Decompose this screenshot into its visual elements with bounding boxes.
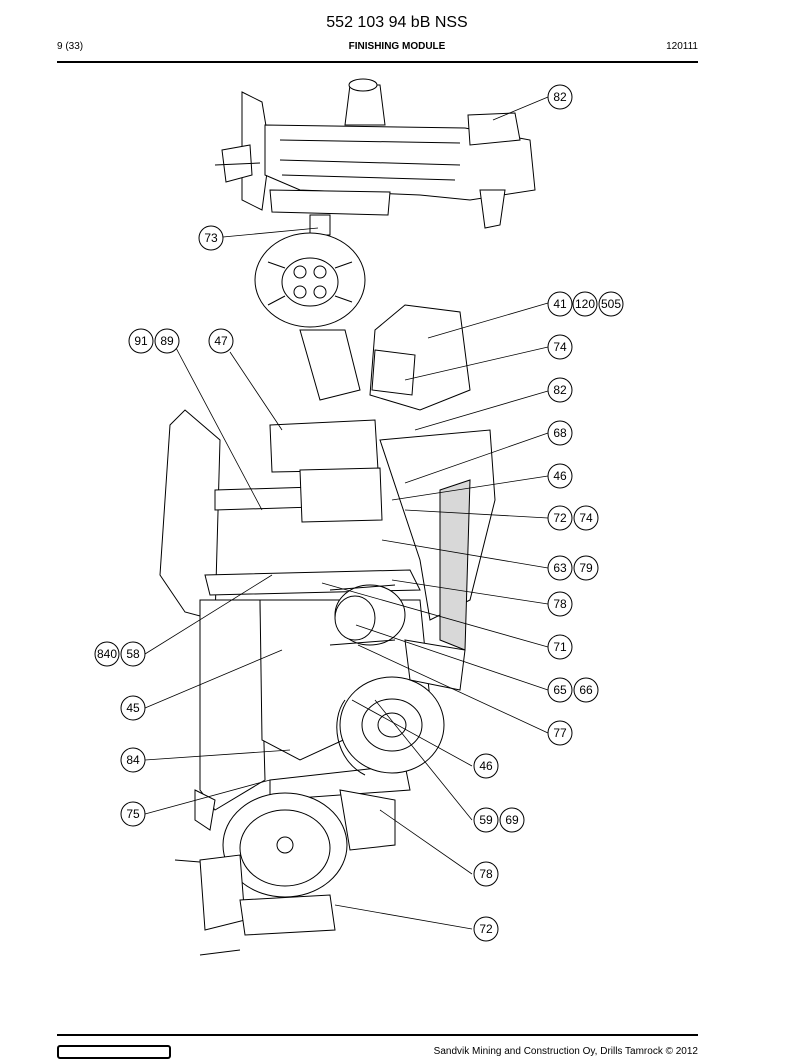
callout-label: 72: [553, 511, 567, 525]
callout-69: 69: [499, 807, 525, 833]
callout-82-top: 82: [547, 84, 573, 110]
callout-47: 47: [208, 328, 234, 354]
callout-58: 58: [120, 641, 146, 667]
leader-lines: [144, 96, 549, 930]
callout-91: 91: [128, 328, 154, 354]
callout-label: 69: [505, 813, 519, 827]
callout-label: 505: [601, 297, 621, 311]
callout-label: 47: [214, 334, 228, 348]
callout-label: 84: [126, 753, 140, 767]
callout-77: 77: [547, 720, 573, 746]
callout-label: 74: [553, 340, 567, 354]
callout-label: 66: [579, 683, 593, 697]
copyright-notice: Sandvik Mining and Construction Oy, Dril…: [433, 1046, 698, 1057]
footer-rule: [57, 1034, 698, 1036]
callout-label: 75: [126, 807, 140, 821]
section-title: FINISHING MODULE: [348, 41, 446, 52]
callout-label: 79: [579, 561, 593, 575]
callout-balloons: 82 73 41 120 505 91 89 47 74 82 68 46 72…: [94, 84, 624, 942]
callout-65: 65: [547, 677, 573, 703]
callout-68: 68: [547, 420, 573, 446]
callout-label: 840: [97, 647, 117, 661]
brand-logo: [57, 1045, 171, 1059]
callout-75: 75: [120, 801, 146, 827]
carrier-frame: [159, 304, 496, 811]
callout-41: 41: [547, 291, 573, 317]
document-number: 552 103 94 bB NSS: [326, 14, 468, 31]
callout-73: 73: [198, 225, 224, 251]
callout-46-b: 46: [473, 753, 499, 779]
callout-label: 77: [553, 726, 567, 740]
callout-label: 65: [553, 683, 567, 697]
callout-74-b: 74: [573, 505, 599, 531]
callout-label: 63: [553, 561, 567, 575]
callout-label: 74: [579, 511, 593, 525]
callout-label: 71: [553, 640, 567, 654]
callout-label: 72: [479, 922, 493, 936]
callout-label: 82: [553, 90, 567, 104]
callout-label: 59: [479, 813, 493, 827]
callout-72-a: 72: [547, 505, 573, 531]
callout-label: 41: [553, 297, 567, 311]
callout-78-a: 78: [547, 591, 573, 617]
carrier-wheel: [336, 676, 445, 776]
rear-reel-assembly: [174, 789, 396, 956]
date-code: 120111: [666, 41, 698, 52]
callout-label: 78: [479, 867, 493, 881]
callout-46-a: 46: [547, 463, 573, 489]
callout-label: 91: [134, 334, 148, 348]
callout-label: 89: [160, 334, 174, 348]
callout-label: 78: [553, 597, 567, 611]
callout-71: 71: [547, 634, 573, 660]
callout-74-a: 74: [547, 334, 573, 360]
callout-79: 79: [573, 555, 599, 581]
callout-label: 46: [553, 469, 567, 483]
callout-label: 68: [553, 426, 567, 440]
callout-label: 120: [575, 297, 595, 311]
callout-label: 45: [126, 701, 140, 715]
callout-45: 45: [120, 695, 146, 721]
callout-66: 66: [573, 677, 599, 703]
callout-840: 840: [94, 641, 120, 667]
callout-63: 63: [547, 555, 573, 581]
callout-78-b: 78: [473, 861, 499, 887]
callout-72-b: 72: [473, 916, 499, 942]
callout-84: 84: [120, 747, 146, 773]
machine-line-art: [159, 78, 536, 956]
page-reference: 9 (33): [57, 41, 84, 52]
callout-label: 73: [204, 231, 218, 245]
callout-120: 120: [572, 291, 598, 317]
top-boom-assembly: [214, 78, 536, 236]
callout-59: 59: [473, 807, 499, 833]
callout-89: 89: [154, 328, 180, 354]
callout-label: 82: [553, 383, 567, 397]
header-rule: [57, 61, 698, 63]
callout-label: 58: [126, 647, 140, 661]
callout-label: 46: [479, 759, 493, 773]
callout-82-mid: 82: [547, 377, 573, 403]
hose-drum: [254, 232, 366, 328]
callout-505: 505: [598, 291, 624, 317]
